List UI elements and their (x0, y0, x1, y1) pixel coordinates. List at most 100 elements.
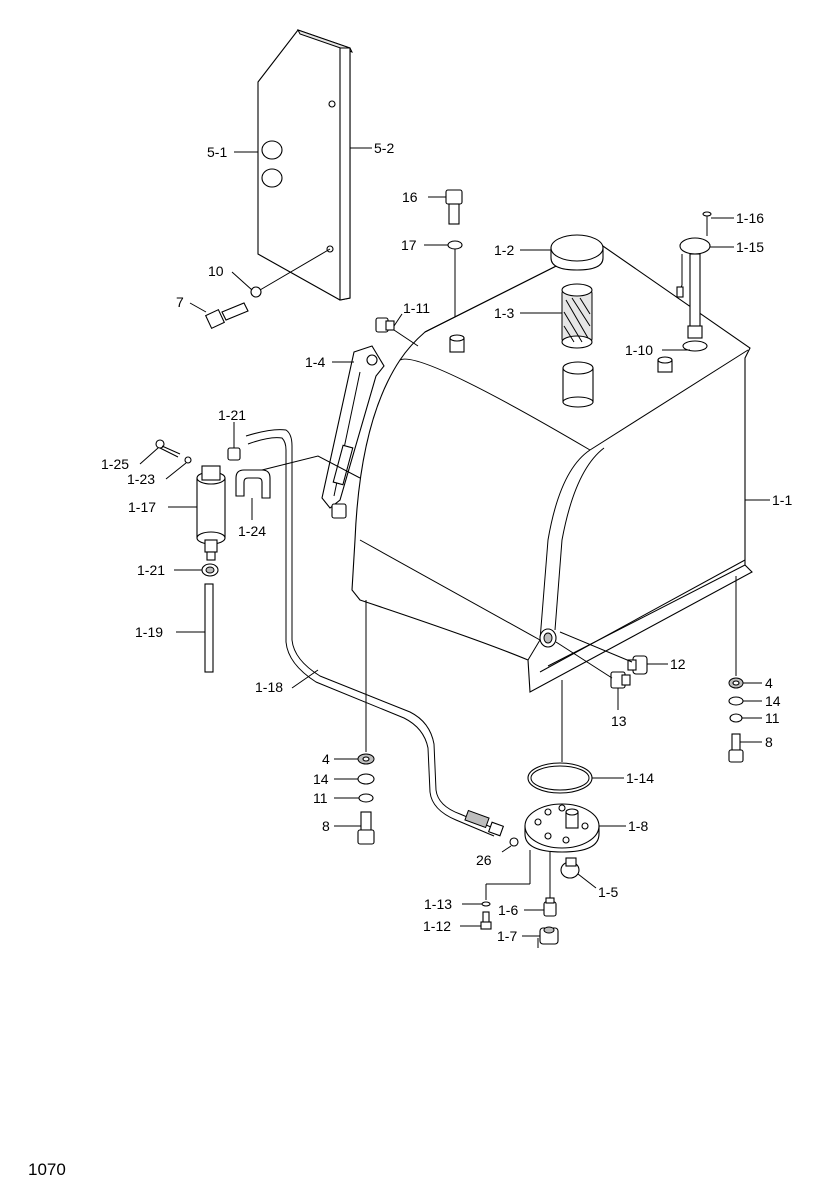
washer-10 (250, 286, 262, 298)
callout-1-2: 1-2 (494, 242, 514, 258)
callout-8-left: 8 (322, 818, 330, 834)
washer-17 (447, 240, 463, 250)
callout-1-25: 1-25 (101, 456, 129, 472)
plate-5-1 (257, 29, 351, 301)
leader-10 (231, 271, 253, 291)
cap-1-2 (550, 234, 604, 271)
plug-13 (610, 671, 631, 689)
tank-side-line (359, 539, 541, 641)
tank-top-front-edge (399, 358, 591, 451)
plate-5-2-edge (339, 47, 351, 301)
callout-1-10: 1-10 (625, 342, 653, 358)
callout-1-15: 1-15 (736, 239, 764, 255)
washer-11-right (729, 713, 743, 723)
clamp-1-24 (235, 469, 271, 499)
o-ring-26 (509, 837, 519, 847)
callout-1-5: 1-5 (598, 884, 618, 900)
callout-12: 12 (670, 656, 686, 672)
washer-14-left (357, 773, 375, 785)
callout-16: 16 (402, 189, 418, 205)
tank-front-curve (527, 449, 591, 661)
callout-4-right: 4 (765, 675, 773, 691)
leader-1-11 (393, 313, 403, 327)
callout-1-12: 1-12 (423, 918, 451, 934)
leader-1-25 (139, 447, 159, 465)
callout-1-16: 1-16 (736, 210, 764, 226)
callout-14-right: 14 (765, 693, 781, 709)
bolt-8-right (728, 733, 744, 763)
fitting-1-11 (375, 317, 395, 333)
level-gauge-1-15 (676, 237, 711, 352)
nipple-1-6 (543, 897, 557, 917)
callout-17: 17 (401, 237, 417, 253)
filter-1-17 (196, 465, 226, 561)
callout-1-21-upper: 1-21 (218, 407, 246, 423)
callout-1-14: 1-14 (626, 770, 654, 786)
bolt-16 (445, 189, 463, 225)
plate-top-edge (297, 29, 353, 53)
hydraulic-tank-1-1 (351, 243, 753, 693)
callout-1-21-lower: 1-21 (137, 562, 165, 578)
hose-1-18 (245, 429, 505, 837)
tank-collar (449, 334, 465, 353)
elbow-1-5 (560, 857, 580, 879)
callout-13: 13 (611, 713, 627, 729)
callout-7: 7 (176, 294, 184, 310)
bolt-8-left (357, 811, 375, 845)
washer-1-13 (481, 901, 491, 907)
bolt-1-12 (480, 911, 492, 930)
strainer-1-3 (561, 283, 593, 349)
washer-14-right (728, 696, 744, 706)
callout-11-left: 11 (313, 790, 328, 806)
callout-10: 10 (208, 263, 224, 279)
callout-1-8: 1-8 (628, 818, 648, 834)
leader-1-18 (291, 669, 319, 689)
callout-1-1: 1-1 (772, 492, 792, 508)
callout-1-18: 1-18 (255, 679, 283, 695)
fitting-1-21-upper (227, 447, 241, 461)
valve-1-7 (537, 926, 559, 948)
callout-1-17: 1-17 (128, 499, 156, 515)
plate-hole-upper (261, 140, 283, 160)
callout-5-1: 5-1 (207, 144, 227, 160)
bracket-line (261, 455, 361, 479)
callout-14-left: 14 (313, 771, 329, 787)
leader-26 (501, 845, 512, 853)
bolt-1-25 (155, 439, 181, 458)
callout-4-left: 4 (322, 751, 330, 767)
cover-1-8 (524, 803, 600, 853)
leader-1-5 (577, 873, 597, 889)
callout-1-3: 1-3 (494, 305, 514, 321)
callout-1-24: 1-24 (238, 523, 266, 539)
washer-1-23 (184, 456, 192, 464)
fitting-1-10 (657, 356, 673, 373)
plug-12 (627, 655, 648, 675)
callout-5-2: 5-2 (374, 140, 394, 156)
leader-1-23 (165, 462, 187, 480)
fitting-1-21-lower (201, 563, 219, 577)
washer-11-left (358, 793, 374, 803)
callout-11-right: 11 (765, 710, 780, 726)
callout-1-19: 1-19 (135, 624, 163, 640)
plate-part-5 (257, 29, 353, 301)
o-ring-1-14 (527, 762, 593, 794)
support-arm-1-4 (321, 345, 385, 519)
callout-1-7: 1-7 (497, 928, 517, 944)
callout-1-23: 1-23 (127, 471, 155, 487)
plate-hole-lower (261, 168, 283, 188)
plate-small-hole (328, 100, 336, 108)
leader-plate-bolt (259, 248, 331, 291)
filler-neck (562, 361, 594, 408)
callout-1-11: 1-11 (403, 300, 430, 316)
tank-outline (351, 243, 753, 693)
callout-26: 26 (476, 852, 492, 868)
callout-8-right: 8 (765, 734, 773, 750)
leader-port-13 (555, 641, 613, 679)
screw-1-16 (702, 211, 712, 236)
tube-1-19 (204, 583, 214, 673)
callout-1-13: 1-13 (424, 896, 452, 912)
leader-7 (189, 302, 207, 313)
callout-1-6: 1-6 (498, 902, 518, 918)
bolt-7 (204, 302, 249, 330)
